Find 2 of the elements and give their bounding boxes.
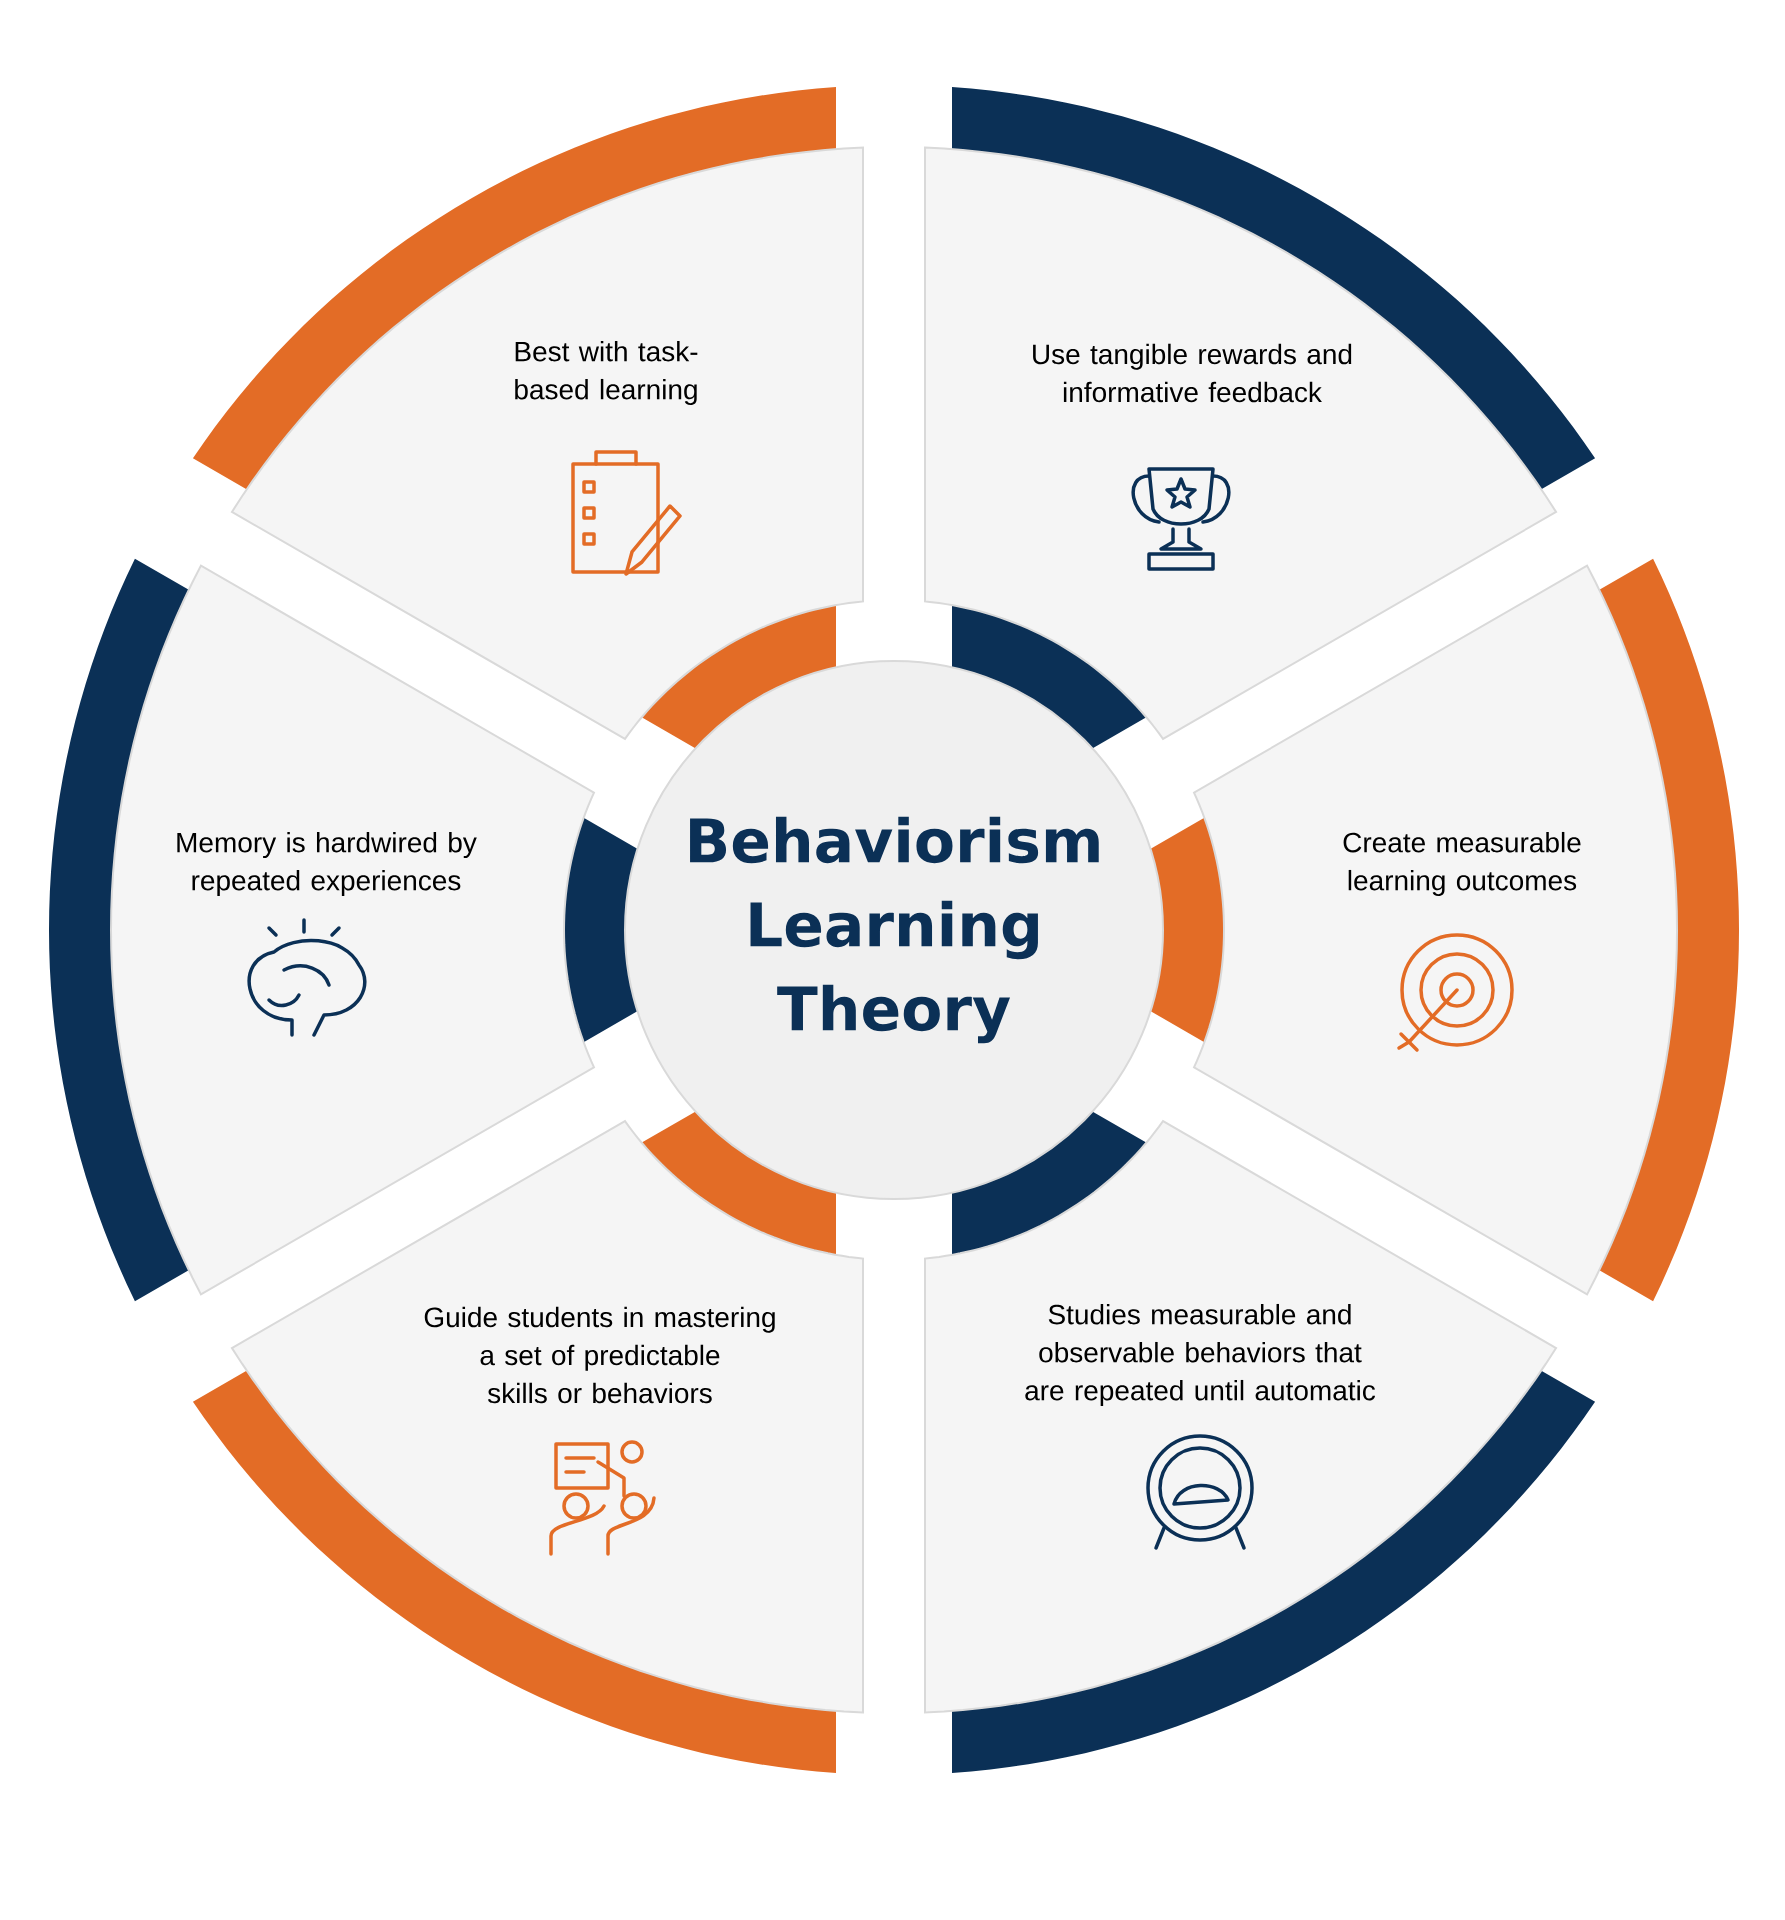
segment-card: Studies measurable and observable behaviors that are repeated until automatic [924, 1106, 1596, 1773]
segment-card: Guide students in mastering a set of predictable skills or behaviors [192, 1106, 864, 1773]
